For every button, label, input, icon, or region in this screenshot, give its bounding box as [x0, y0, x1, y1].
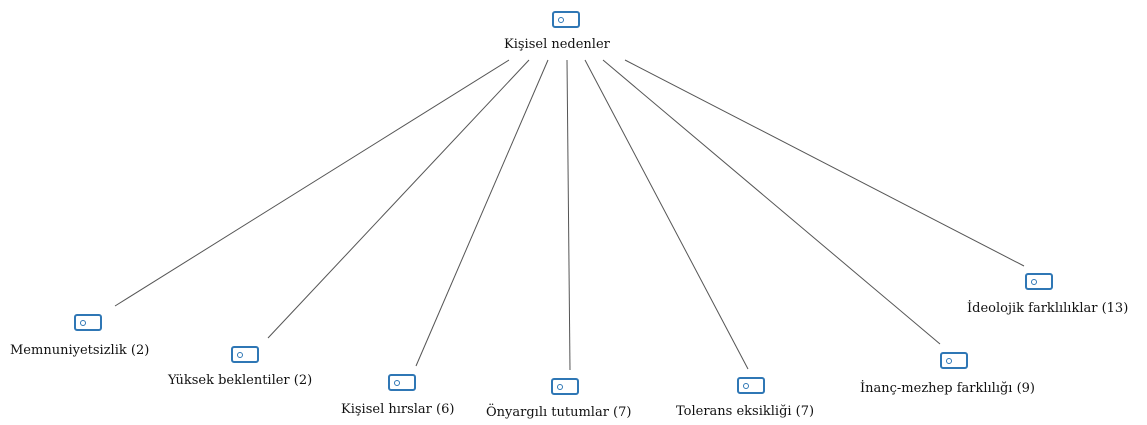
edge-5: [602, 59, 941, 345]
edge-2: [415, 59, 549, 367]
code-icon: [388, 374, 416, 391]
root-node-label: Kişisel nedenler: [504, 37, 610, 52]
node-label: İdeolojik farklılıklar (13): [967, 301, 1129, 316]
node-label: Yüksek beklentiler (2): [168, 373, 313, 388]
node-label: Tolerans eksikliği (7): [676, 404, 815, 419]
code-icon: [74, 314, 102, 331]
node-label: Kişisel hırslar (6): [341, 402, 455, 417]
code-icon: [737, 377, 765, 394]
edge-0: [114, 59, 510, 307]
node-label: İnanç-mezhep farklılığı (9): [860, 381, 1036, 396]
code-icon: [1025, 273, 1053, 290]
code-icon: [231, 346, 259, 363]
code-icon: [551, 378, 579, 395]
node-label: Önyargılı tutumlar (7): [486, 405, 632, 420]
node-label: Memnuniyetsizlik (2): [10, 343, 150, 358]
code-icon: [552, 11, 580, 28]
edge-6: [624, 59, 1025, 267]
code-icon: [940, 352, 968, 369]
edge-4: [584, 59, 749, 370]
edge-1: [267, 59, 530, 339]
edge-3: [566, 59, 571, 371]
